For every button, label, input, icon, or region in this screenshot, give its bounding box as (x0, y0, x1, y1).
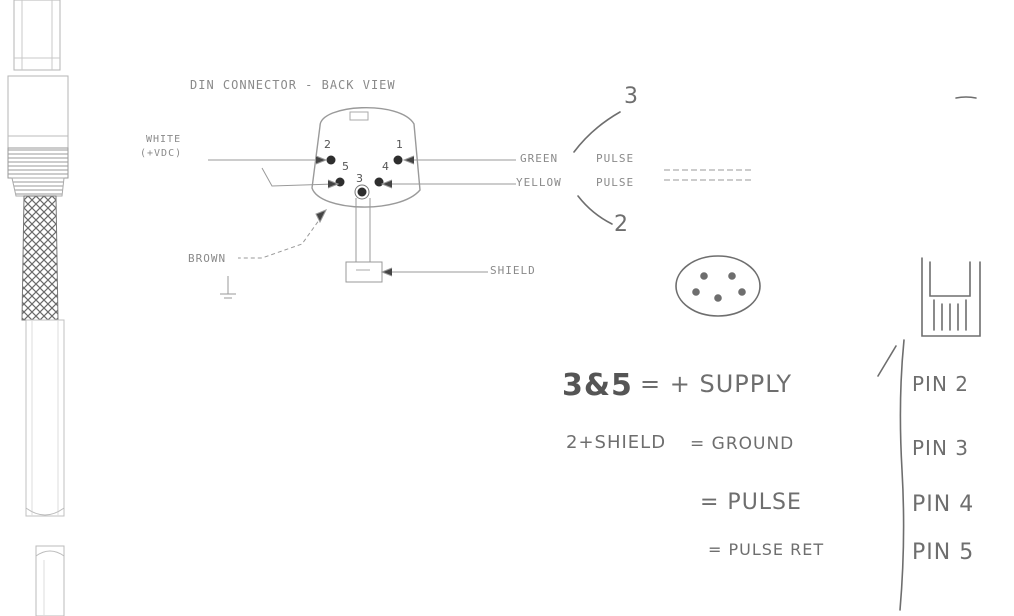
pin-1-label: 1 (396, 138, 403, 151)
white-wire-label: WHITE (146, 134, 182, 145)
pulse-label-top: PULSE (596, 152, 635, 165)
pin-2 (326, 155, 336, 165)
box-sketch (921, 257, 981, 337)
note-supply-rhs: = + SUPPLY (640, 370, 793, 398)
pin-5 (335, 177, 345, 187)
plug-sleeve (7, 75, 69, 149)
note-ground-rhs: = GROUND (690, 434, 795, 454)
pin-note-ground: PIN 3 (912, 436, 970, 460)
table-divider (899, 339, 905, 611)
pin-note-pulse: PIN 4 (912, 492, 975, 517)
handwritten-strokes (573, 96, 981, 611)
annotation-three: 3 (624, 84, 639, 109)
pin-4 (374, 177, 384, 187)
pin-2-label: 2 (324, 138, 331, 151)
note-supply-lhs: 3&5 (562, 368, 633, 403)
pin-note-pulse-ret: PIN 5 (912, 540, 975, 565)
cable-body (25, 319, 65, 517)
plug-ring (7, 147, 69, 179)
note-ground-lhs: 2+SHIELD (566, 432, 667, 453)
pulse-label-bottom: PULSE (596, 176, 635, 189)
diagram-title: DIN CONNECTOR - BACK VIEW (190, 78, 396, 92)
din-connector (311, 107, 421, 283)
note-pulse-rhs: = PULSE (700, 490, 802, 515)
green-wire-label: GREEN (520, 152, 559, 165)
braided-section (21, 195, 59, 321)
pin-1 (393, 155, 403, 165)
pin-note-supply: PIN 2 (912, 372, 970, 396)
plug-cap (13, 0, 61, 71)
pin-5-label: 5 (342, 160, 349, 173)
socket-sketch (675, 255, 761, 317)
note-pulse-ret-rhs: = PULSE RET (708, 540, 825, 559)
shield-label: SHIELD (490, 264, 536, 277)
pin-4-label: 4 (382, 160, 389, 173)
cable-end (35, 545, 65, 616)
strain-relief (11, 177, 65, 197)
wires (208, 155, 752, 299)
annotation-two: 2 (614, 212, 629, 237)
pin-3 (357, 187, 367, 197)
brown-wire-label: BROWN (188, 252, 227, 265)
pin-3-label: 3 (356, 172, 363, 185)
yellow-wire-label: YELLOW (516, 176, 562, 189)
vfeed-label: (+VDC) (140, 148, 183, 159)
